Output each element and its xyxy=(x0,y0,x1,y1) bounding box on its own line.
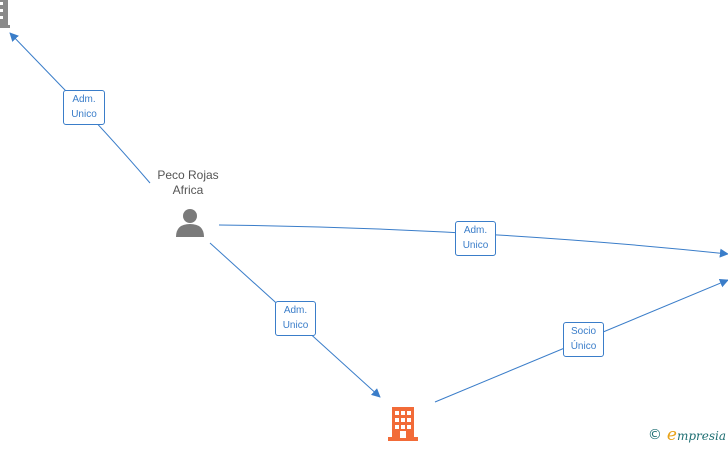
edge-label-line2: Unico xyxy=(462,240,489,251)
edge-label-adm-unico[interactable]: Adm. Unico xyxy=(275,301,316,336)
brand-logo: empresia xyxy=(667,425,726,445)
edge-label-line1: Socio xyxy=(570,326,596,337)
building-icon[interactable] xyxy=(0,0,10,28)
person-name-line2: Africa xyxy=(172,183,204,197)
edge-label-line1: Adm. xyxy=(283,305,308,316)
person-icon[interactable] xyxy=(176,209,204,237)
person-name-line1: Peco Rojas xyxy=(157,168,219,182)
edge-label-line2: Unico xyxy=(282,320,309,331)
edge-label-socio-unico[interactable]: Socio Único xyxy=(563,322,604,357)
empresia-watermark: © empresia xyxy=(648,425,726,445)
edge-label-line2: Unico xyxy=(71,109,97,120)
person-label: Peco Rojas Africa xyxy=(148,168,228,198)
edge-label-line1: Adm. xyxy=(72,94,96,105)
edge-label-line1: Adm. xyxy=(463,225,488,236)
copyright-symbol: © xyxy=(647,427,662,443)
brand-initial: e xyxy=(666,425,677,445)
edge-label-adm-unico[interactable]: Adm. Unico xyxy=(63,90,105,125)
edge-label-adm-unico[interactable]: Adm. Unico xyxy=(455,221,496,256)
brand-rest: mpresia xyxy=(676,429,726,443)
edge-label-line2: Único xyxy=(570,341,597,352)
building-icon[interactable] xyxy=(388,407,418,441)
